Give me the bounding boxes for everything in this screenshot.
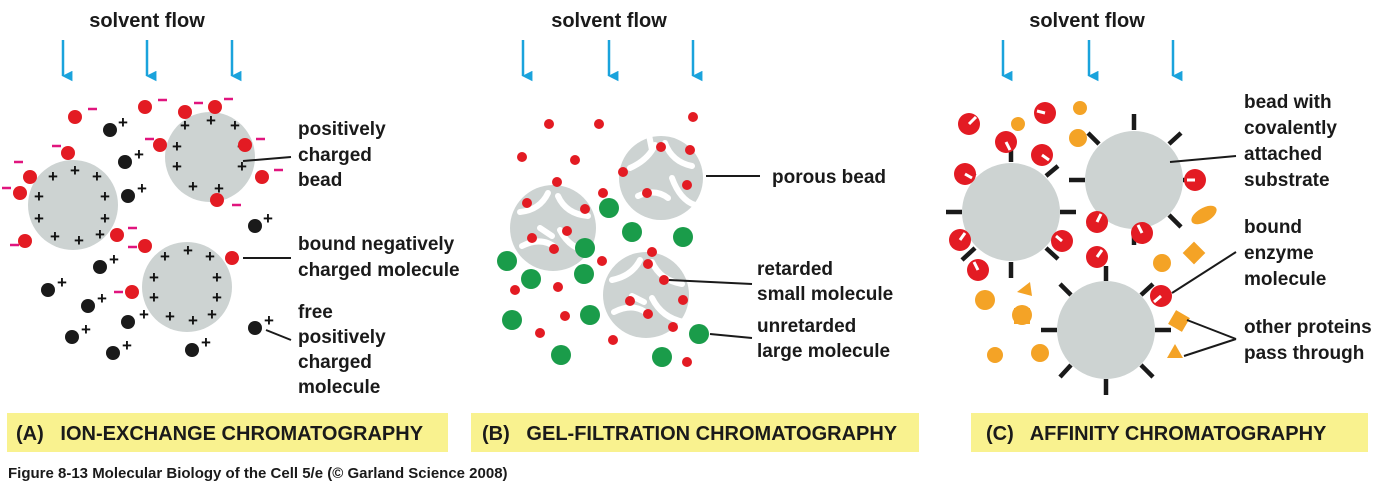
svg-text:+: +	[100, 187, 110, 206]
svg-text:+: +	[263, 209, 273, 228]
svg-text:+: +	[137, 179, 147, 198]
svg-text:+: +	[118, 113, 128, 132]
svg-text:+: +	[237, 157, 247, 176]
minus-signs	[2, 97, 283, 294]
svg-text:+: +	[205, 247, 215, 266]
label-other-proteins: other proteins pass through	[1244, 317, 1377, 364]
svg-text:+: +	[34, 209, 44, 228]
small-molecules	[510, 112, 698, 367]
positively-charged-bead: +++ ++ ++ +++	[142, 241, 232, 332]
svg-text:+: +	[212, 268, 222, 287]
panel-ion-exchange: solvent flow +++ ++ ++ ++ +++ ++ ++ +++	[2, 10, 460, 452]
panel-title: (C) AFFINITY CHROMATOGRAPHY	[986, 423, 1327, 445]
solvent-arrows	[1001, 40, 1183, 82]
svg-text:+: +	[74, 231, 84, 250]
leader-lines	[1169, 155, 1237, 357]
svg-text:+: +	[214, 179, 224, 198]
positively-charged-bead: +++ ++ ++ +++	[28, 160, 118, 250]
panel-gel-filtration: solvent flow	[471, 10, 919, 452]
svg-text:+: +	[165, 307, 175, 326]
svg-text:+: +	[201, 333, 211, 352]
panel-title: (B) GEL-FILTRATION CHROMATOGRAPHY	[482, 423, 898, 445]
affinity-bead	[962, 131, 1183, 379]
svg-text:+: +	[180, 116, 190, 135]
figure-caption: Figure 8-13 Molecular Biology of the Cel…	[8, 465, 508, 482]
large-molecules	[497, 198, 709, 367]
solvent-arrows	[521, 40, 703, 82]
svg-text:+: +	[183, 241, 193, 260]
svg-text:+: +	[149, 268, 159, 287]
panel-affinity: solvent flow	[946, 10, 1377, 452]
svg-text:+: +	[212, 288, 222, 307]
positively-charged-bead: +++ ++ ++ ++	[165, 111, 255, 202]
leader-lines	[668, 175, 760, 339]
label-retarded-small-molecule: retarded small molecule	[757, 259, 893, 305]
free-positive-molecules: +++ +++ +++ +++	[41, 113, 274, 360]
svg-text:+: +	[109, 250, 119, 269]
svg-text:+: +	[206, 111, 216, 130]
solvent-flow-label: solvent flow	[89, 10, 205, 32]
svg-text:+: +	[188, 311, 198, 330]
svg-text:+: +	[97, 289, 107, 308]
label-bound-negatively-charged-molecule: bound negatively charged molecule	[298, 234, 460, 281]
svg-text:+: +	[139, 305, 149, 324]
svg-text:+: +	[172, 137, 182, 156]
svg-text:+: +	[122, 336, 132, 355]
svg-text:+: +	[230, 116, 240, 135]
label-free-positively-charged-molecule: free positively charged molecule	[298, 302, 391, 398]
panel-title: (A) ION-EXCHANGE CHROMATOGRAPHY	[16, 423, 424, 445]
label-unretarded-large-molecule: unretarded large molecule	[757, 316, 890, 362]
label-porous-bead: porous bead	[772, 167, 886, 188]
title-bar	[971, 413, 1368, 452]
svg-text:+: +	[149, 288, 159, 307]
svg-text:+: +	[188, 177, 198, 196]
solvent-flow-label: solvent flow	[551, 10, 667, 32]
svg-text:+: +	[81, 320, 91, 339]
svg-text:+: +	[160, 247, 170, 266]
leader-lines	[242, 156, 292, 341]
enzyme-molecules	[949, 102, 1206, 307]
svg-text:+: +	[57, 273, 67, 292]
label-bead-with-substrate: bead with covalently attached substrate	[1244, 92, 1342, 191]
svg-text:+: +	[50, 227, 60, 246]
svg-text:+: +	[172, 157, 182, 176]
svg-text:+: +	[70, 161, 80, 180]
svg-text:+: +	[95, 225, 105, 244]
svg-text:+: +	[134, 145, 144, 164]
title-bar	[471, 413, 919, 452]
svg-text:+: +	[100, 209, 110, 228]
title-bar	[7, 413, 448, 452]
svg-text:+: +	[207, 305, 217, 324]
svg-text:+: +	[264, 311, 274, 330]
svg-text:+: +	[92, 167, 102, 186]
svg-text:+: +	[48, 167, 58, 186]
solvent-flow-label: solvent flow	[1029, 10, 1145, 32]
label-bound-enzyme-molecule: bound enzyme molecule	[1244, 217, 1326, 290]
other-proteins	[975, 101, 1217, 363]
negatively-charged-molecules	[13, 100, 269, 299]
solvent-arrows	[61, 40, 242, 82]
porous-bead	[619, 127, 703, 220]
svg-text:+: +	[34, 187, 44, 206]
label-positively-charged-bead: positively charged bead	[298, 119, 391, 191]
porous-bead	[510, 185, 596, 271]
